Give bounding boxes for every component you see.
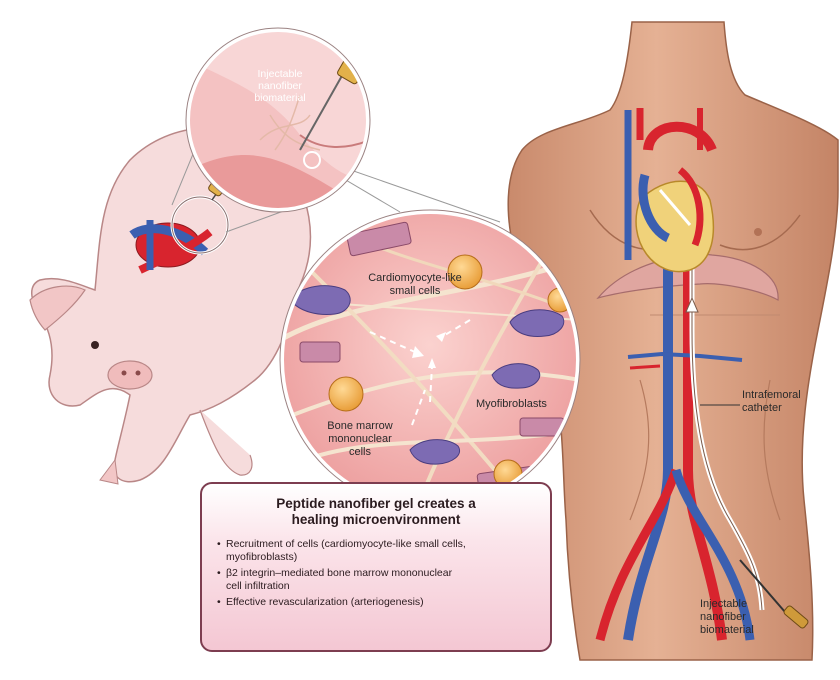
aorta — [683, 255, 727, 641]
panel-title: Peptide nanofiber gel creates a healing … — [276, 496, 476, 527]
panel-bullet: Recruitment of cells (cardiomyocyte-like… — [217, 538, 536, 564]
tissue-zoom — [279, 209, 581, 511]
label-intrafemoral-catheter: Intrafemoral catheter — [742, 389, 801, 414]
migration-arrows — [369, 319, 471, 426]
torso-skin — [507, 21, 839, 661]
human-heart — [624, 108, 717, 273]
info-panel: Peptide nanofiber gel creates a healing … — [200, 482, 552, 652]
human-torso — [507, 21, 839, 661]
panel-bullet: β2 integrin–mediated bone marrow mononuc… — [217, 567, 536, 593]
myofibroblast-cell — [289, 285, 565, 465]
label-bone-marrow: Bone marrow mononuclear cells — [327, 420, 393, 458]
pig-heart — [129, 220, 213, 274]
label-injectable-top: Injectable nanofiber biomaterial — [254, 68, 306, 104]
label-injectable-bottom: Injectable nanofiber biomaterial — [700, 598, 754, 636]
vena-cava — [623, 255, 673, 641]
panel-bullet-list: Recruitment of cells (cardiomyocyte-like… — [216, 538, 536, 609]
injection-zoom — [185, 27, 371, 213]
label-myofibroblasts: Myofibroblasts — [476, 398, 547, 410]
panel-bullet: Effective revascularization (arteriogene… — [217, 596, 536, 609]
label-cardiomyocyte: Cardiomyocyte-like small cells — [368, 272, 462, 297]
